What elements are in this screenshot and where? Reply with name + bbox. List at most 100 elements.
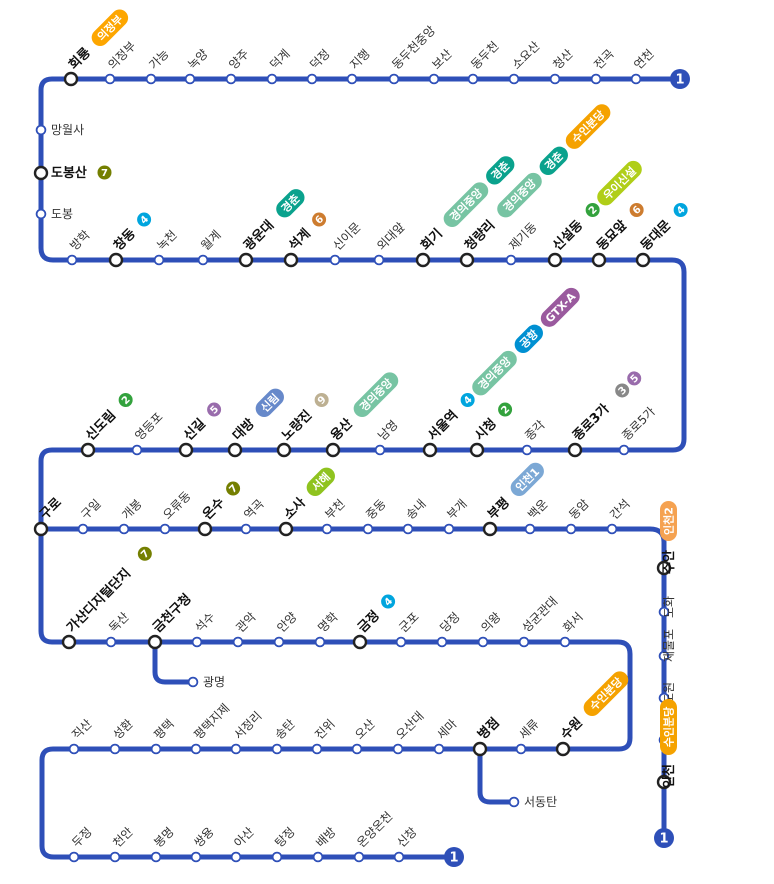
station-marker-seojeongni[interactable] (230, 743, 242, 755)
station-marker-nokcheon[interactable] (153, 254, 165, 266)
station-marker-oryu[interactable] (159, 523, 171, 535)
station-gwangmyeong[interactable]: 광명 (203, 675, 225, 689)
station-marker-myeonghak[interactable] (314, 636, 326, 648)
station-marker-ganseok[interactable] (606, 523, 618, 535)
station-bosan[interactable]: 보산 (429, 47, 455, 73)
station-pyeongtaekjije[interactable]: 평택지제 (191, 701, 232, 742)
station-marker-soyosan[interactable] (508, 73, 520, 85)
station-cityhall[interactable]: 시청2 (472, 399, 517, 444)
station-yeokgok[interactable]: 역곡 (241, 497, 267, 523)
station-dongam[interactable]: 동암 (566, 497, 592, 523)
station-marker-nogyang[interactable] (184, 73, 196, 85)
station-marker-dongdaemun[interactable] (635, 252, 651, 268)
station-seojeongni[interactable]: 서정리 (231, 709, 264, 742)
station-marker-jongno3[interactable] (567, 442, 583, 458)
station-bongmyeong[interactable]: 봉명 (151, 825, 177, 851)
station-sinimun[interactable]: 신이문 (330, 220, 363, 253)
station-marker-pyeongtaek[interactable] (150, 743, 162, 755)
station-osan[interactable]: 오산 (352, 717, 378, 743)
station-sema[interactable]: 세마 (434, 717, 460, 743)
station-marker-juan[interactable] (656, 560, 672, 576)
station-baebang[interactable]: 배방 (313, 825, 339, 851)
station-onsu[interactable]: 온수7 (200, 479, 244, 523)
station-gaebong[interactable]: 개봉 (119, 497, 145, 523)
station-marker-byeongjeom[interactable] (472, 741, 488, 757)
station-marker-seoul[interactable] (422, 442, 438, 458)
station-marker-cheongnyangni[interactable] (459, 252, 475, 268)
station-marker-jiksan[interactable] (68, 743, 80, 755)
station-osandae[interactable]: 오산대 (393, 709, 426, 742)
station-marker-dujeong[interactable] (68, 851, 80, 863)
station-yeoncheon[interactable]: 연천 (631, 46, 657, 72)
station-marker-uijeongbu[interactable] (104, 73, 116, 85)
station-marker-seokgye[interactable] (283, 252, 299, 268)
station-soyosan[interactable]: 소요산 (509, 39, 542, 72)
station-skku[interactable]: 성균관대 (519, 594, 560, 635)
station-asan[interactable]: 아산 (231, 825, 257, 851)
station-marker-sinseol[interactable] (547, 252, 563, 268)
station-marker-yeoncheon[interactable] (630, 73, 642, 85)
station-marker-yeokgok[interactable] (240, 523, 252, 535)
station-yangju[interactable]: 양주 (226, 47, 252, 73)
station-marker-gunpo[interactable] (395, 636, 407, 648)
station-marker-guil[interactable] (77, 523, 89, 535)
station-marker-pyeongtaekjije[interactable] (190, 743, 202, 755)
station-marker-singil[interactable] (178, 442, 194, 458)
station-marker-sema[interactable] (433, 743, 445, 755)
station-marker-seoksu[interactable] (191, 636, 203, 648)
station-marker-osandae[interactable] (392, 743, 404, 755)
station-jongno5[interactable]: 종로5가 (619, 404, 658, 443)
station-seokgye[interactable]: 석계6 (286, 210, 330, 254)
station-marker-jonggak[interactable] (521, 444, 533, 456)
station-bucheon[interactable]: 부천 (322, 496, 348, 522)
station-myeonghak[interactable]: 명학 (315, 610, 341, 636)
station-jihaeng[interactable]: 지행 (347, 46, 373, 72)
station-marker-bupyeong[interactable] (482, 521, 498, 537)
station-marker-gwangmyeong[interactable] (187, 676, 199, 688)
station-marker-skku[interactable] (518, 636, 530, 648)
station-dowon[interactable]: 도원 (662, 682, 676, 704)
station-jinwi[interactable]: 진위 (312, 717, 338, 743)
station-marker-changdong[interactable] (108, 252, 124, 268)
station-cheonan[interactable]: 천안 (110, 824, 136, 850)
station-doksan[interactable]: 독산 (106, 610, 132, 636)
station-marker-uiwang[interactable] (477, 636, 489, 648)
station-marker-jihaeng[interactable] (346, 73, 358, 85)
station-marker-jeongok[interactable] (590, 73, 602, 85)
station-marker-cityhall[interactable] (469, 442, 485, 458)
station-marker-mangwolsa[interactable] (35, 124, 47, 136)
station-baegun[interactable]: 백운 (525, 497, 551, 523)
station-marker-baebang[interactable] (312, 851, 324, 863)
station-seoksu[interactable]: 석수 (192, 610, 218, 636)
station-tangjeong[interactable]: 탕정 (272, 825, 298, 851)
station-marker-jinwi[interactable] (311, 743, 323, 755)
station-marker-seodongtan[interactable] (508, 796, 520, 808)
station-marker-banghak[interactable] (66, 254, 78, 266)
station-marker-suwon[interactable] (555, 741, 571, 757)
station-jegi[interactable]: 제기동 (506, 220, 539, 253)
station-songtan[interactable]: 송탄 (272, 717, 298, 743)
station-geumjeong[interactable]: 금정4 (355, 591, 400, 636)
station-marker-geumjeong[interactable] (352, 634, 368, 650)
station-jungdong[interactable]: 중동 (363, 497, 389, 523)
station-marker-ssangyong[interactable] (190, 851, 202, 863)
station-jonggak[interactable]: 종각 (522, 418, 548, 444)
station-marker-dongducheon[interactable] (467, 73, 479, 85)
station-onyang[interactable]: 온양온천 (354, 808, 396, 850)
station-marker-sinchang[interactable] (393, 851, 405, 863)
station-bugae[interactable]: 부개 (444, 497, 470, 523)
station-marker-oedae[interactable] (373, 254, 385, 266)
station-marker-sinimun[interactable] (329, 254, 341, 266)
station-jeongok[interactable]: 전곡 (591, 47, 617, 73)
station-songnae[interactable]: 송내 (403, 497, 429, 523)
station-marker-onyang[interactable] (353, 851, 365, 863)
station-sinchang[interactable]: 신창 (394, 825, 420, 851)
station-seodongtan[interactable]: 서동탄 (524, 795, 557, 809)
station-marker-daebang[interactable] (227, 442, 243, 458)
station-marker-hwaseo[interactable] (559, 636, 571, 648)
